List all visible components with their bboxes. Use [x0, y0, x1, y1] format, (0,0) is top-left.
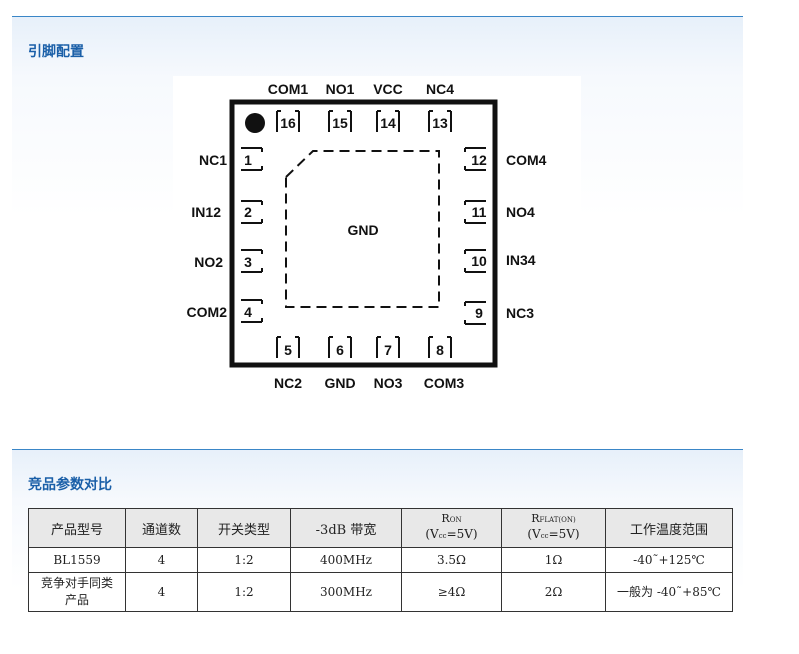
pinout-diagram: GND 16 COM1 15 NO1 14 VCC 13 NC4 1 NC1 2… [187, 81, 547, 391]
pin-name: IN34 [506, 252, 536, 268]
pin-number: 10 [471, 253, 487, 269]
cell-model: BL1559 [28, 547, 126, 573]
rflat-label: RFLAT(ON) [531, 512, 576, 525]
exposed-pad-label: GND [347, 222, 378, 238]
cell-bandwidth: 400MHz [290, 547, 402, 573]
pin-10: 10 IN34 [464, 249, 536, 273]
pin-13: 13 NC4 [426, 81, 454, 132]
pin-number: 7 [384, 342, 392, 358]
pin-number: 6 [336, 342, 344, 358]
pin-2: 2 IN12 [191, 200, 263, 224]
pin-12: 12 COM4 [464, 147, 547, 171]
pin-name: NC1 [199, 152, 227, 168]
pin-name: COM2 [187, 304, 228, 320]
pin1-marker-dot [245, 113, 265, 133]
pin-number: 15 [332, 115, 348, 131]
pin-name: COM3 [424, 375, 465, 391]
pin-number: 3 [244, 254, 252, 270]
ron-label: RON [441, 512, 462, 525]
ron-condition: (Vcc=5V) [425, 527, 478, 541]
pin-4: 4 COM2 [187, 299, 263, 323]
header-model: 产品型号 [28, 508, 126, 548]
cell-ron: ≥4Ω [401, 572, 502, 612]
pin-name: NO2 [194, 254, 223, 270]
pin-number: 1 [244, 152, 252, 168]
pin-name: NO4 [506, 204, 535, 220]
pin-15: 15 NO1 [326, 81, 355, 132]
pin-number: 9 [475, 305, 483, 321]
pin-number: 16 [280, 115, 296, 131]
pin-5: 5 NC2 [274, 336, 302, 391]
pin-name: NC2 [274, 375, 302, 391]
pin-name: NO1 [326, 81, 355, 97]
pin-9: 9 NC3 [464, 301, 534, 325]
pin-name: GND [324, 375, 355, 391]
comparison-table: 产品型号 通道数 开关类型 -3dB 带宽 RON (Vcc=5V) RFLAT… [28, 508, 733, 612]
cell-channels: 4 [125, 547, 198, 573]
cell-channels: 4 [125, 572, 198, 612]
cell-rflat: 1Ω [501, 547, 606, 573]
pin-name: NO3 [374, 375, 403, 391]
pin-name: IN12 [191, 204, 221, 220]
pin-name: NC4 [426, 81, 454, 97]
table-row: BL1559 4 1:2 400MHz 3.5Ω 1Ω -40˜+125℃ [28, 547, 733, 573]
pin-number: 8 [436, 342, 444, 358]
pin-number: 11 [472, 204, 487, 220]
pin-number: 13 [432, 115, 448, 131]
pin-11: 11 NO4 [464, 200, 535, 224]
header-bandwidth: -3dB 带宽 [290, 508, 402, 548]
pin-number: 14 [380, 115, 396, 131]
comparison-section-title: 竞品参数对比 [28, 477, 112, 493]
pin-7: 7 NO3 [374, 336, 403, 391]
table-header-row: 产品型号 通道数 开关类型 -3dB 带宽 RON (Vcc=5V) RFLAT… [28, 508, 733, 548]
cell-temp: -40˜+125℃ [605, 547, 733, 573]
pin-16: 16 COM1 [268, 81, 309, 132]
pin-name: COM4 [506, 152, 547, 168]
exposed-pad-outline [285, 150, 440, 308]
pin-14: 14 VCC [373, 81, 403, 132]
rflat-condition: (Vcc=5V) [527, 527, 580, 541]
cell-model: 竞争对手同类产品 [28, 572, 126, 612]
pin-number: 2 [244, 204, 252, 220]
pin-1: 1 NC1 [199, 147, 263, 171]
pinout-section-title: 引脚配置 [28, 44, 84, 60]
table-row: 竞争对手同类产品 4 1:2 300MHz ≥4Ω 2Ω 一般为 -40˜+85… [28, 572, 733, 612]
pin-6: 6 GND [324, 336, 356, 391]
header-temp-range: 工作温度范围 [605, 508, 733, 548]
cell-switch-type: 1:2 [197, 547, 291, 573]
header-rflat: RFLAT(ON) (Vcc=5V) [501, 508, 606, 548]
header-ron: RON (Vcc=5V) [401, 508, 502, 548]
pin-number: 12 [471, 152, 487, 168]
pin-8: 8 COM3 [424, 336, 465, 391]
pin-name: NC3 [506, 305, 534, 321]
cell-switch-type: 1:2 [197, 572, 291, 612]
cell-bandwidth: 300MHz [290, 572, 402, 612]
cell-ron: 3.5Ω [401, 547, 502, 573]
cell-temp: 一般为 -40˜+85℃ [605, 572, 733, 612]
package-outline [229, 99, 498, 368]
cell-rflat: 2Ω [501, 572, 606, 612]
pin-3: 3 NO2 [194, 249, 263, 273]
pin-number: 5 [284, 342, 292, 358]
pin-name: VCC [373, 81, 403, 97]
header-channels: 通道数 [125, 508, 198, 548]
pin-name: COM1 [268, 81, 309, 97]
header-switch-type: 开关类型 [197, 508, 291, 548]
pin-number: 4 [244, 304, 252, 320]
